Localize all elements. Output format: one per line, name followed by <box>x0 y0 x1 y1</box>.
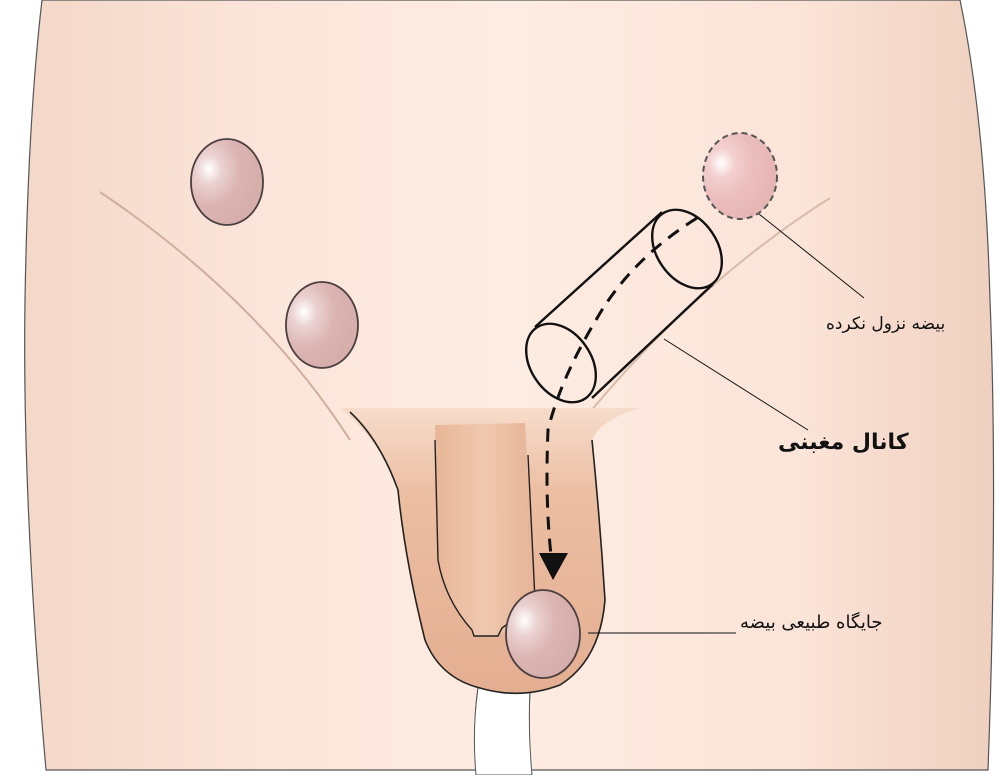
inguinal-canal-cylinder <box>524 208 724 404</box>
groin-line-left <box>99 191 351 441</box>
label-inguinal-canal: کانال مغبنی <box>778 430 909 455</box>
leader-undescended <box>758 213 865 299</box>
arrow-head-icon <box>539 553 568 580</box>
testis-undescended <box>702 132 778 220</box>
label-undescended-testicle: بیضه نزول نکرده <box>826 314 946 334</box>
descent-path-arrow <box>545 216 698 556</box>
thigh-gap <box>473 687 533 776</box>
testis-ectopic-upper <box>190 138 264 226</box>
leader-canal <box>663 338 809 431</box>
label-normal-testis-position: جایگاه طبیعی بیضه <box>740 612 883 633</box>
scrotum-outline <box>349 411 606 695</box>
testis-ectopic-lower <box>285 281 359 369</box>
testis-normal-position <box>505 589 581 679</box>
penis <box>435 423 535 636</box>
